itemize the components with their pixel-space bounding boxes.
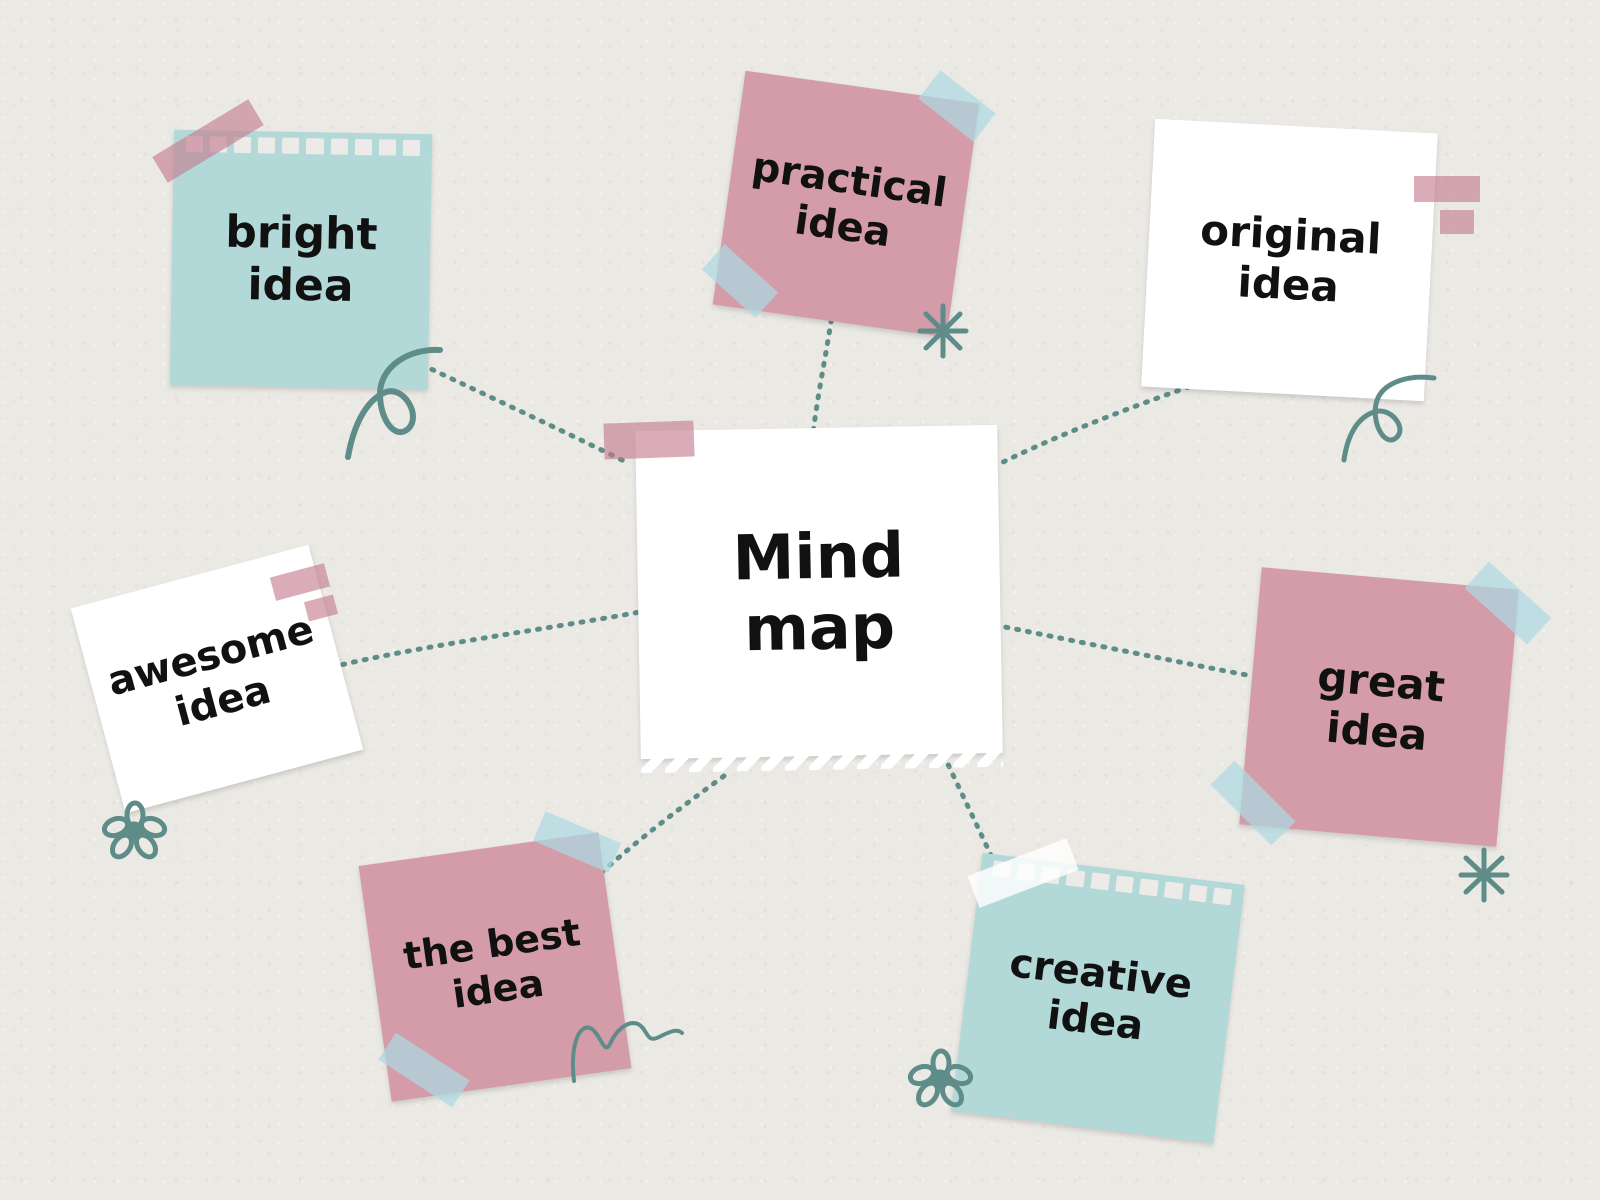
- connector-awesome-idea: [329, 609, 643, 670]
- bright-idea-label: bright idea: [224, 206, 378, 312]
- asterisk-doodle-top: [917, 303, 969, 359]
- loop-doodle-right: [1341, 374, 1437, 463]
- practical-idea-label: practical idea: [748, 143, 950, 257]
- loop-doodle-left: [345, 346, 443, 460]
- connector-best-idea: [599, 773, 727, 875]
- squiggle-doodle: [571, 1021, 684, 1083]
- mind-map-center-note: Mind map: [635, 424, 1003, 760]
- flower-doodle-bottom: [907, 1048, 974, 1108]
- original-idea-tab-top: [1414, 176, 1480, 202]
- great-idea-note: great idea: [1239, 567, 1519, 847]
- original-idea-tab-bottom: [1440, 210, 1474, 234]
- best-idea-label: the best idea: [400, 910, 584, 1017]
- connector-great-idea: [992, 622, 1255, 679]
- original-idea-note: original idea: [1141, 118, 1438, 402]
- great-idea-label: great idea: [1315, 652, 1447, 761]
- connector-practical-idea: [810, 306, 836, 437]
- awesome-idea-label: awesome idea: [102, 606, 319, 736]
- creative-idea-label: creative idea: [1007, 939, 1195, 1050]
- original-idea-label: original idea: [1199, 205, 1383, 312]
- asterisk-doodle-right: [1458, 847, 1510, 903]
- flower-doodle-left: [101, 800, 168, 860]
- connector-bright-idea: [409, 357, 631, 466]
- connector-original-idea: [982, 373, 1223, 474]
- center-note-tape: [603, 420, 695, 460]
- mind-map-title: Mind map: [732, 518, 905, 666]
